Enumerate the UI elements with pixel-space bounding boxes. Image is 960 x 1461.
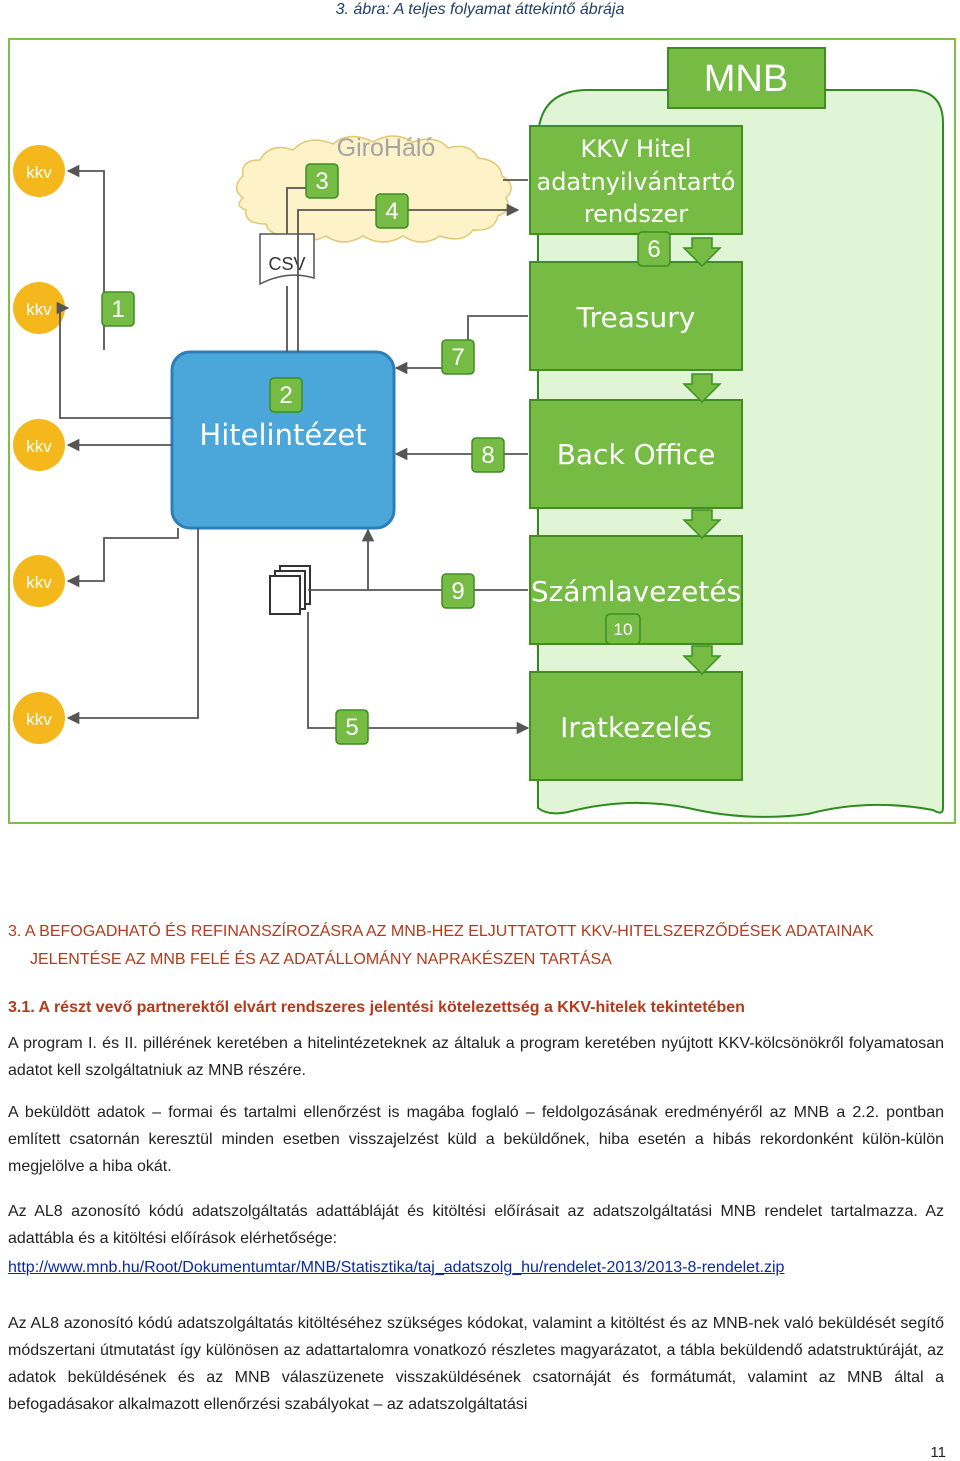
- step-badge: [375, 193, 409, 229]
- step-number: 1: [111, 296, 124, 323]
- step-badge: [441, 573, 475, 609]
- step-badge: [637, 231, 671, 267]
- csv-document-icon: [259, 233, 315, 286]
- step-number: 2: [279, 382, 292, 409]
- kkv-circle: [13, 282, 65, 334]
- flow-down-arrow: [682, 645, 722, 676]
- hitelintezet-box: [170, 350, 396, 530]
- step-number: 10: [614, 620, 633, 639]
- treasury-label: Treasury: [576, 301, 696, 334]
- back-office-label: Back Office: [557, 438, 716, 471]
- process-overview-diagram: MNB GiroHáló CSV Hitelintézet kkv kkv kk…: [8, 38, 956, 824]
- step-number: 4: [385, 198, 398, 225]
- kkv-circle: [13, 419, 65, 471]
- subsection-heading: 3.1. A részt vevő partnerektől elvárt re…: [8, 999, 745, 1016]
- hitelintezet-label: Hitelintézet: [199, 418, 366, 452]
- step-badge: [605, 613, 641, 645]
- step-number: 7: [451, 344, 464, 371]
- paragraph-feedback: A beküldött adatok – formai és tartalmi …: [8, 1104, 944, 1175]
- back-office-box: [529, 399, 743, 509]
- kkv-label: kkv: [26, 573, 52, 592]
- kkv-label: kkv: [26, 300, 52, 319]
- kkv-circle: [13, 555, 65, 607]
- kkv-label: kkv: [26, 163, 52, 182]
- szamlavezetes-label: Számlavezetés: [531, 575, 741, 608]
- connector-lines: [56, 164, 530, 735]
- flow-down-arrow: [682, 237, 722, 268]
- kkv-hitel-line3: rendszer: [584, 200, 688, 228]
- section-heading: 3. A BEFOGADHATÓ ÉS REFINANSZÍROZÁSRA AZ…: [8, 918, 938, 974]
- step-badge: [269, 377, 303, 413]
- step-badge: [305, 163, 339, 199]
- paragraph-program: A program I. és II. pillérének keretében…: [8, 1035, 944, 1079]
- step-badge: [441, 339, 475, 375]
- section-heading-line1: 3. A BEFOGADHATÓ ÉS REFINANSZÍROZÁSRA AZ…: [8, 923, 874, 940]
- kkv-hitel-line1: KKV Hitel: [580, 135, 691, 163]
- flow-down-arrow: [682, 509, 722, 540]
- csv-label: CSV: [268, 254, 305, 274]
- step-number: 8: [481, 442, 494, 469]
- iratkezeles-label: Iratkezelés: [560, 711, 712, 744]
- figure-caption: 3. ábra: A teljes folyamat áttekintő ábr…: [335, 1, 625, 18]
- step-number: 9: [451, 578, 464, 605]
- section-heading-line2: JELENTÉSE AZ MNB FELÉ ÉS AZ ADATÁLLOMÁNY…: [30, 951, 612, 968]
- kkv-label: kkv: [26, 710, 52, 729]
- documents-stack-icon: [269, 565, 311, 615]
- step-number: 6: [647, 236, 660, 263]
- iratkezeles-box: [529, 671, 743, 781]
- step-badge: [101, 291, 135, 327]
- step-badge: [471, 437, 505, 473]
- flow-down-arrow: [682, 373, 722, 404]
- step-number: 5: [345, 714, 358, 741]
- mnb-title: MNB: [704, 58, 788, 100]
- step-number: 3: [315, 168, 328, 195]
- rendelet-link[interactable]: http://www.mnb.hu/Root/Dokumentumtar/MNB…: [8, 1259, 785, 1276]
- girohalo-label: GiroHáló: [337, 134, 436, 162]
- kkv-hitel-line2: adatnyilvántartó: [536, 168, 735, 196]
- paragraph-al8-guide: Az AL8 azonosító kódú adatszolgáltatás k…: [8, 1315, 944, 1413]
- kkv-label: kkv: [26, 437, 52, 456]
- kkv-hitel-box: [529, 125, 743, 235]
- page-number: 11: [930, 1444, 946, 1461]
- kkv-circle: [13, 692, 65, 744]
- treasury-box: [529, 261, 743, 371]
- kkv-circle: [13, 145, 65, 197]
- paragraph-al8-table: Az AL8 azonosító kódú adatszolgáltatás a…: [8, 1203, 944, 1247]
- step-badge: [335, 709, 369, 745]
- mnb-title-box: [667, 47, 826, 109]
